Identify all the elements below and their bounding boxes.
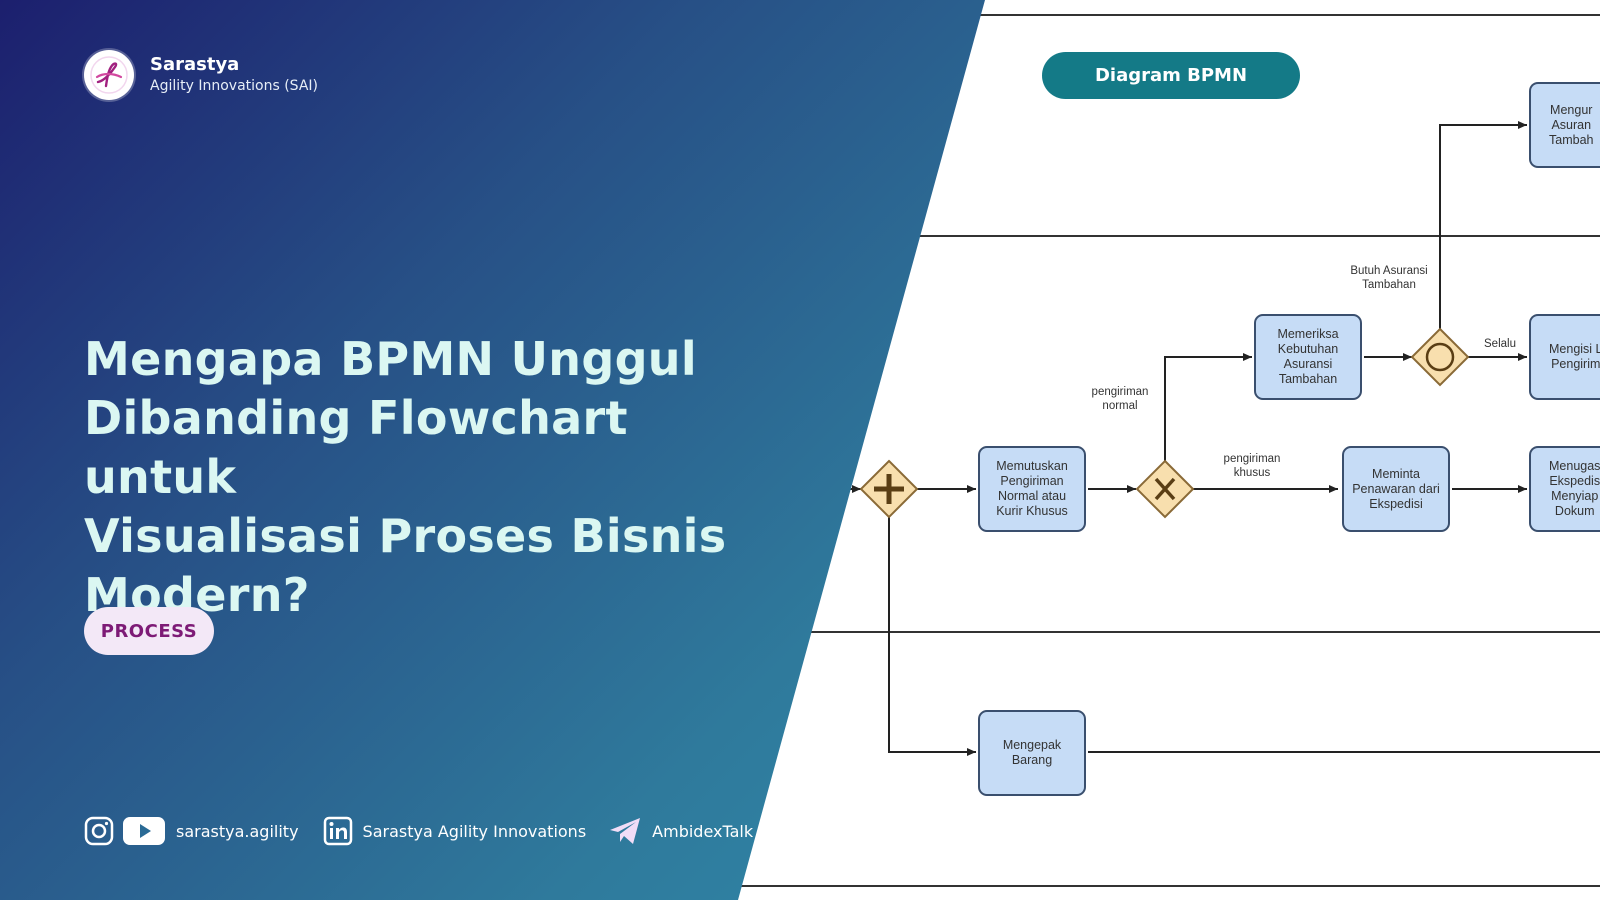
label-butuh-asuransi: Butuh Asuransi Tambahan [1350, 265, 1428, 291]
task-mengisi-line2: Pengirim [1551, 357, 1600, 371]
category-badge[interactable]: PROCESS [84, 607, 214, 655]
brand-logo [84, 50, 134, 100]
flow-butuh-asuransi [1439, 121, 1527, 329]
label-selalu: Selalu [1484, 338, 1516, 350]
inclusive-gateway-icon [1410, 327, 1470, 387]
social-links: sarastya.agility Sarastya Agility Innova… [84, 814, 753, 848]
telegram-icon[interactable] [608, 816, 642, 846]
task-memutuskan[interactable]: Memutuskan Pengiriman Normal atau Kurir … [978, 446, 1086, 532]
brand-name: Sarastya [150, 54, 240, 75]
telegram-name[interactable]: AmbidexTalk [652, 821, 754, 841]
task-meminta[interactable]: Meminta Penawaran dari Ekspedisi [1342, 446, 1450, 532]
label-pengiriman-khusus: pengiriman khusus [1223, 453, 1281, 479]
title-line-1: Mengapa BPMN Unggul [84, 332, 697, 386]
title-line-3: Visualisasi Proses Bisnis [84, 509, 727, 563]
linkedin-name[interactable]: Sarastya Agility Innovations [362, 821, 587, 841]
parallel-gateway-icon [859, 459, 919, 519]
label-pengiriman-normal: pengiriman normal [1091, 386, 1149, 412]
task-mengurus-line3: Tambah [1549, 132, 1594, 147]
instagram-icon[interactable] [84, 816, 114, 846]
task-menugaskan-line3: Menyiap [1551, 489, 1599, 503]
task-mengurus-line2: Asuran [1551, 117, 1592, 132]
task-mengisi-line1: Mengisi L [1549, 342, 1600, 356]
task-memeriksa[interactable]: Memeriksa Kebutuhan Asuransi Tambahan [1254, 314, 1362, 400]
task-mengepak[interactable]: Mengepak Barang [978, 710, 1086, 796]
linkedin-icon[interactable] [323, 816, 353, 846]
youtube-icon[interactable] [122, 816, 166, 846]
title-line-2: Dibanding Flowchart untuk [84, 391, 628, 504]
brand[interactable]: Sarastya Agility Innovations (SAI) [84, 50, 318, 100]
social-handle[interactable]: sarastya.agility [176, 821, 299, 841]
task-mengurus-partial[interactable]: Mengur Asuran Tambah [1529, 82, 1600, 168]
task-menugaskan-line1: Menugas [1549, 459, 1600, 473]
flow-parallel-to-mengepak [888, 517, 976, 756]
brand-subtitle: Agility Innovations (SAI) [150, 78, 318, 94]
flow-normal [1164, 353, 1252, 461]
logo-icon [90, 56, 128, 94]
page-title: Mengapa BPMN Unggul Dibanding Flowchart … [84, 330, 764, 625]
task-menugaskan-partial[interactable]: Menugas Ekspedis Menyiap Dokum [1529, 446, 1600, 532]
exclusive-gateway-icon [1135, 459, 1195, 519]
task-menugaskan-line4: Dokum [1554, 504, 1595, 518]
task-menugaskan-line2: Ekspedis [1549, 474, 1600, 488]
task-mengisi-partial[interactable]: Mengisi L Pengirim [1529, 314, 1600, 400]
diagram-title-badge: Diagram BPMN [1042, 52, 1300, 99]
task-mengurus-line1: Mengur [1550, 102, 1593, 117]
